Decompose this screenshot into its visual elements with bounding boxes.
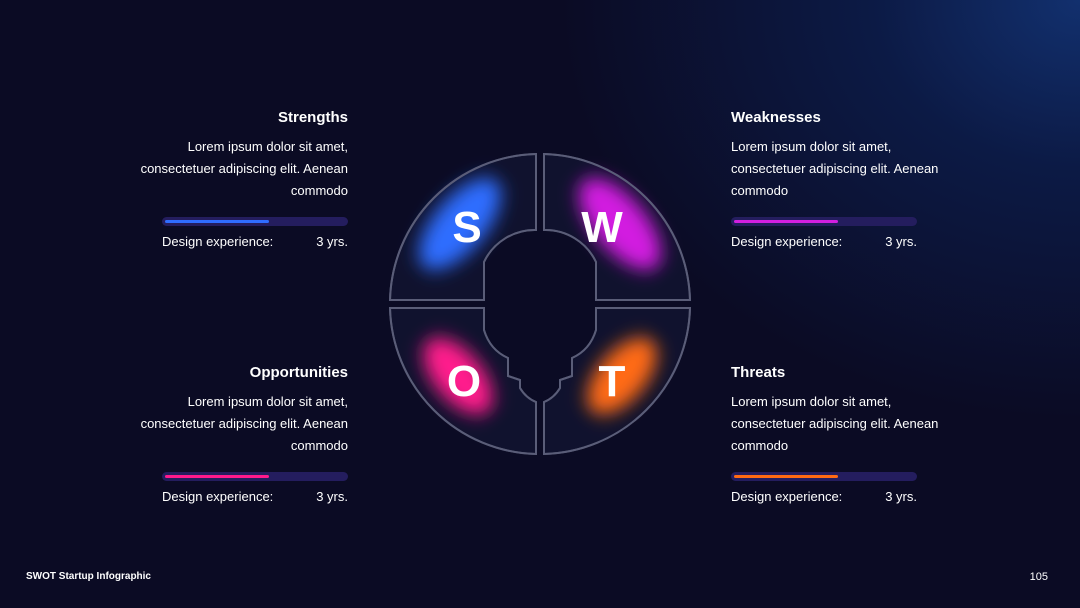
opportunities-exp-value: 3 yrs. [316,489,348,504]
weaknesses-block: Weaknesses Lorem ipsum dolor sit amet, c… [731,108,941,249]
threats-progress-fill [734,475,838,478]
weaknesses-experience: Design experience: 3 yrs. [731,234,917,249]
weaknesses-desc-line: consectetuer adipiscing elit. Aenean [731,161,939,176]
swot-wheel: S W O T [388,152,692,456]
strengths-exp-value: 3 yrs. [316,234,348,249]
strengths-glow [418,177,502,271]
opportunities-desc-line: commodo [290,438,348,453]
strengths-desc-line: commodo [290,183,348,198]
strengths-title: Strengths [277,109,348,126]
letter-w: W [581,203,623,252]
opportunities-block: Opportunities Lorem ipsum dolor sit amet… [138,363,348,504]
threats-desc-line: Lorem ipsum dolor sit amet, [731,394,892,409]
strengths-progress-bar [162,217,348,226]
footer-title: SWOT Startup Infographic [26,571,151,582]
strengths-experience: Design experience: 3 yrs. [162,234,348,249]
strengths-exp-label: Design experience: [162,234,274,249]
threats-exp-label: Design experience: [731,489,843,504]
threats-block: Threats Lorem ipsum dolor sit amet, cons… [731,363,941,504]
letter-t: T [599,357,626,406]
weaknesses-description: Lorem ipsum dolor sit amet, consectetuer… [731,136,941,202]
threats-progress-bar [731,472,917,481]
opportunities-progress-bar [162,472,348,481]
opportunities-experience: Design experience: 3 yrs. [162,489,348,504]
letter-o: O [447,357,481,406]
weaknesses-progress-fill [734,220,838,223]
strengths-block: Strengths Lorem ipsum dolor sit amet, co… [138,108,348,249]
opportunities-desc-line: Lorem ipsum dolor sit amet, [187,394,348,409]
threats-desc-line: consectetuer adipiscing elit. Aenean [731,416,939,431]
weaknesses-desc-line: commodo [731,183,789,198]
weaknesses-glow [578,177,662,271]
page-number: 105 [1029,571,1048,583]
strengths-progress-fill [165,220,269,223]
opportunities-description: Lorem ipsum dolor sit amet, consectetuer… [138,391,348,457]
threats-glow [587,337,657,415]
strengths-desc-line: consectetuer adipiscing elit. Aenean [140,161,348,176]
weaknesses-exp-label: Design experience: [731,234,843,249]
threats-description: Lorem ipsum dolor sit amet, consectetuer… [731,391,941,457]
weaknesses-progress-bar [731,217,917,226]
opportunities-glow [423,337,493,415]
threats-experience: Design experience: 3 yrs. [731,489,917,504]
weaknesses-desc-line: Lorem ipsum dolor sit amet, [731,139,892,154]
opportunities-desc-line: consectetuer adipiscing elit. Aenean [140,416,348,431]
threats-title: Threats [731,364,786,381]
opportunities-exp-label: Design experience: [162,489,274,504]
threats-desc-line: commodo [731,438,789,453]
letter-s: S [452,203,481,252]
opportunities-title: Opportunities [249,364,348,381]
strengths-desc-line: Lorem ipsum dolor sit amet, [187,139,348,154]
strengths-description: Lorem ipsum dolor sit amet, consectetuer… [138,136,348,202]
opportunities-progress-fill [165,475,269,478]
weaknesses-exp-value: 3 yrs. [885,234,917,249]
threats-exp-value: 3 yrs. [885,489,917,504]
weaknesses-title: Weaknesses [731,109,821,126]
